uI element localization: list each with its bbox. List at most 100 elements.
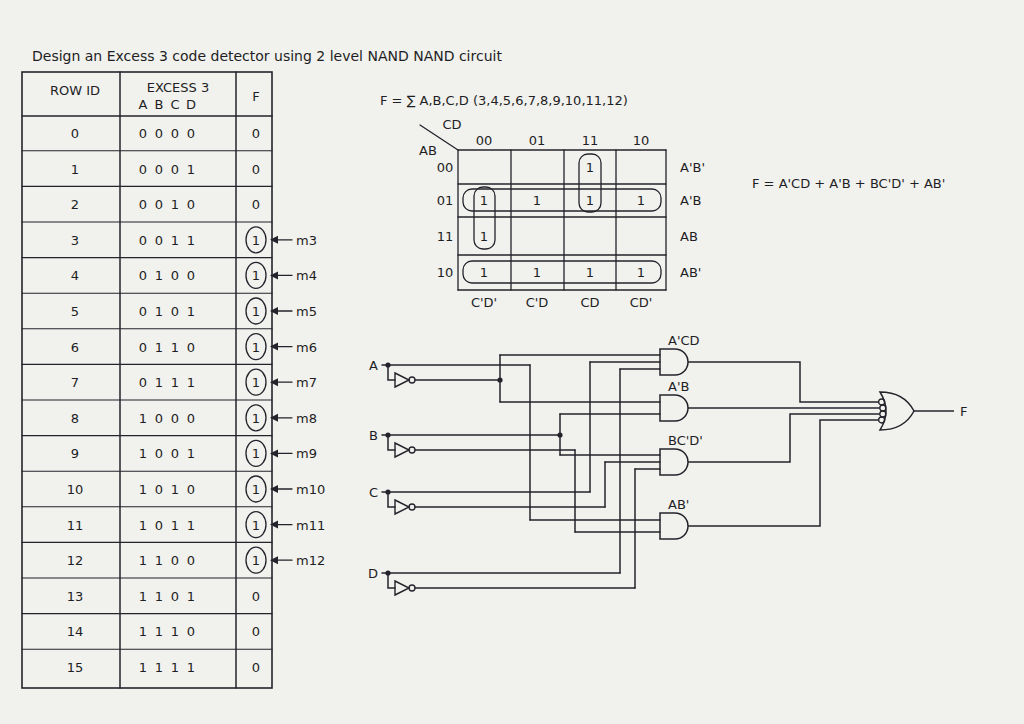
- gate-label: BC'D': [668, 433, 703, 448]
- table-header: ROW ID: [50, 83, 100, 98]
- junction-dot: [557, 432, 562, 437]
- table-cell: 1: [252, 446, 260, 461]
- table-cell: 1: [171, 339, 179, 354]
- kmap-grid: [458, 149, 666, 150]
- table-cell: 0: [139, 268, 147, 283]
- table-cell: 1: [252, 339, 260, 354]
- table-cell: 1: [187, 588, 195, 603]
- table-cell: 0: [139, 375, 147, 390]
- table-cell: 0: [139, 126, 147, 141]
- table-rule: [22, 221, 272, 222]
- minterm-label: m12: [296, 553, 325, 568]
- table-cell: 0: [155, 517, 163, 532]
- table-rule: [22, 328, 272, 329]
- input-name: D: [368, 566, 378, 581]
- kmap-label: A'B: [680, 193, 701, 208]
- kmap-label: 11: [582, 133, 599, 148]
- junction-dot: [497, 377, 502, 382]
- wire: [415, 587, 635, 589]
- arrow-head: [270, 449, 278, 457]
- table-cell: 0: [171, 553, 179, 568]
- kmap-grid: [458, 254, 666, 255]
- arrow-head: [270, 236, 278, 244]
- minterm-label: m9: [296, 446, 317, 461]
- wire: [382, 364, 530, 366]
- kmap-grid: [563, 150, 564, 290]
- input-name: A: [369, 358, 378, 373]
- wire: [574, 450, 576, 532]
- kmap-label: CD: [580, 295, 599, 310]
- not-gate: [395, 443, 409, 457]
- minterm-label: m8: [296, 410, 317, 425]
- table-rule: [22, 506, 272, 507]
- table-cell: 15: [67, 660, 84, 675]
- kmap-grid: [510, 150, 511, 290]
- table-cell: 0: [252, 161, 260, 176]
- minterm-label: m11: [296, 517, 325, 532]
- kmap-grid: [458, 289, 666, 290]
- table-rule: [22, 115, 272, 117]
- kmap-grid: [615, 150, 616, 290]
- wire: [590, 361, 660, 363]
- kmap-group: [463, 261, 661, 283]
- table-cell: 1: [155, 553, 163, 568]
- kmap-label: 1: [533, 265, 541, 280]
- table-header: EXCESS 3: [147, 80, 209, 95]
- kmap-label: 1: [586, 160, 594, 175]
- wire: [529, 365, 531, 520]
- inversion-bubble: [409, 585, 415, 591]
- minterm-label: m4: [296, 268, 317, 283]
- wire: [530, 519, 660, 521]
- kmap-label: 01: [437, 193, 454, 208]
- table-cell: 1: [171, 660, 179, 675]
- not-gate: [395, 581, 409, 595]
- inversion-bubble: [409, 504, 415, 510]
- arrow-head: [270, 343, 278, 351]
- kmap-label: 1: [480, 193, 488, 208]
- table-cell: 1: [139, 660, 147, 675]
- gate-label: A'B: [668, 379, 689, 394]
- table-cell: 10: [67, 482, 84, 497]
- table-cell: 0: [187, 126, 195, 141]
- minterm-label: m6: [296, 339, 317, 354]
- kmap-label: AB: [419, 143, 437, 158]
- arrow-head: [270, 521, 278, 529]
- input-name: C: [369, 485, 378, 500]
- table-cell: 1: [139, 446, 147, 461]
- minterm-circle: [246, 227, 266, 253]
- table-cell: 0: [155, 161, 163, 176]
- minterm-circle: [246, 334, 266, 360]
- table-cell: 0: [187, 553, 195, 568]
- table-cell: 1: [252, 375, 260, 390]
- table-header: F: [252, 89, 259, 104]
- table-cell: 0: [187, 624, 195, 639]
- kmap-label: A'B': [680, 160, 705, 175]
- table-rule: [22, 649, 272, 650]
- table-cell: 1: [252, 232, 260, 247]
- table-cell: 1: [252, 553, 260, 568]
- nand-gate: A'B: [660, 395, 688, 421]
- table-cell: 0: [187, 482, 195, 497]
- gate-label: AB': [668, 497, 689, 512]
- wire: [575, 531, 660, 533]
- table-cell: 0: [187, 339, 195, 354]
- equation: F = ∑ A,B,C,D (3,4,5,6,7,8,9,10,11,12): [380, 93, 628, 108]
- table-rule: [22, 577, 272, 578]
- kmap-label: 1: [586, 265, 594, 280]
- gate-symbol: [660, 395, 688, 421]
- table-cell: 14: [67, 624, 84, 639]
- table-rule: [22, 186, 272, 187]
- table-header: B: [155, 97, 164, 112]
- table-cell: 1: [252, 517, 260, 532]
- kmap-label: 10: [437, 265, 454, 280]
- wire: [415, 506, 605, 508]
- table-cell: 1: [187, 161, 195, 176]
- wire: [605, 461, 660, 463]
- table-cell: 0: [139, 304, 147, 319]
- arrow-head: [270, 485, 278, 493]
- wire: [634, 469, 636, 588]
- table-cell: 1: [71, 161, 79, 176]
- wire: [604, 462, 606, 507]
- kmap-label: 1: [480, 265, 488, 280]
